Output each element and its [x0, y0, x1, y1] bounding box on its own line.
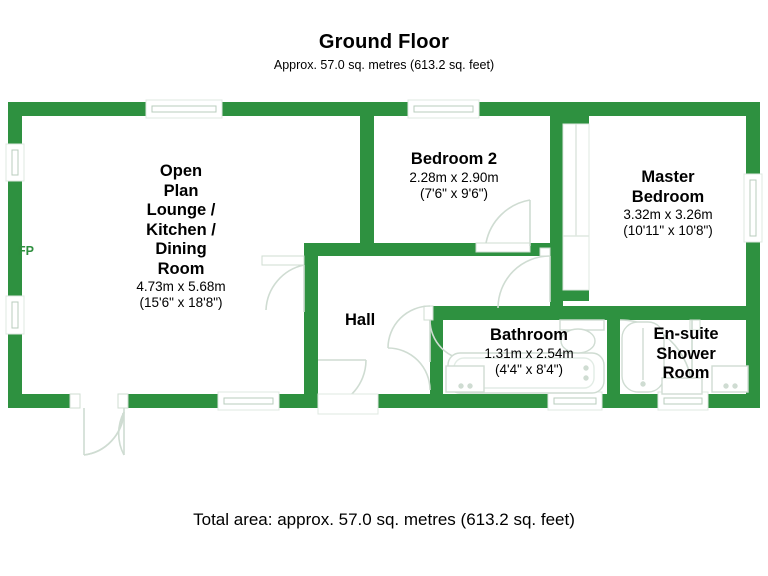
total-area-text: Total area: approx. 57.0 sq. metres (613… [193, 510, 575, 529]
door-hall-secondary [387, 305, 431, 391]
wall-internal-hall-bathroom [430, 306, 620, 320]
wall-top-left [8, 102, 146, 116]
wall-wardrobe-bottom [563, 290, 589, 301]
door-french-openplan [69, 393, 129, 456]
wall-wardrobe-top [563, 113, 589, 124]
wall-left-lower [8, 333, 22, 408]
wall-internal-openplan-hall [304, 255, 318, 408]
window-bottom-ensuite [657, 391, 709, 411]
wall-bottom-seg-3 [376, 394, 464, 408]
wall-top-right [479, 102, 760, 116]
fireplace-label: FP [18, 244, 34, 258]
wall-internal-openplan-bed2 [360, 102, 374, 250]
wall-left-upper [8, 102, 22, 144]
wall-internal-bed2-master [550, 102, 563, 256]
door-hall-entry [317, 393, 379, 415]
window-top-bedroom2 [407, 99, 480, 119]
door-hall-master [497, 247, 551, 309]
wall-right-upper [746, 102, 760, 174]
room-label-hall: Hall [345, 311, 376, 329]
fixture-basin-bathroom [445, 365, 485, 393]
window-right-master [743, 173, 763, 243]
wall-internal-bathroom-ensuite [607, 306, 620, 408]
wall-bottom-seg-4 [464, 394, 550, 408]
window-left-lower [5, 295, 25, 335]
fixture-basin-ensuite [711, 365, 749, 393]
wall-left-middle [8, 180, 22, 296]
page-subtitle: Approx. 57.0 sq. metres (613.2 sq. feet) [273, 58, 495, 72]
wall-stub-master-lower [550, 243, 563, 320]
wall-internal-hall-bathroom-vertical [430, 306, 443, 408]
wall-bottom-seg-6 [706, 394, 760, 408]
wall-internal-bathroom-top-right [620, 306, 760, 320]
walls-group [8, 102, 760, 408]
fixture-toilet-bathroom [559, 319, 605, 354]
wall-right-lower [746, 241, 760, 408]
window-left-upper [5, 143, 25, 182]
fixture-toilet-ensuite [661, 377, 703, 395]
window-top-openplan [145, 99, 223, 119]
page-title: Ground Floor [318, 31, 450, 53]
wall-bottom-seg-1 [128, 394, 218, 408]
plan-header: Ground Floor Approx. 57.0 sq. metres (61… [0, 30, 768, 74]
door-bedroom2 [475, 199, 531, 253]
door-openplan-hall [261, 255, 305, 312]
fixture-shower-ensuite [621, 321, 665, 393]
window-bottom-openplan [217, 391, 280, 411]
fixtures-group [445, 319, 749, 395]
door-wardrobe-master [562, 123, 590, 291]
window-bottom-bathroom [547, 391, 603, 411]
doors-group [69, 123, 701, 456]
wall-top-middle [222, 102, 408, 116]
wall-bottom-left-stub [8, 394, 70, 408]
